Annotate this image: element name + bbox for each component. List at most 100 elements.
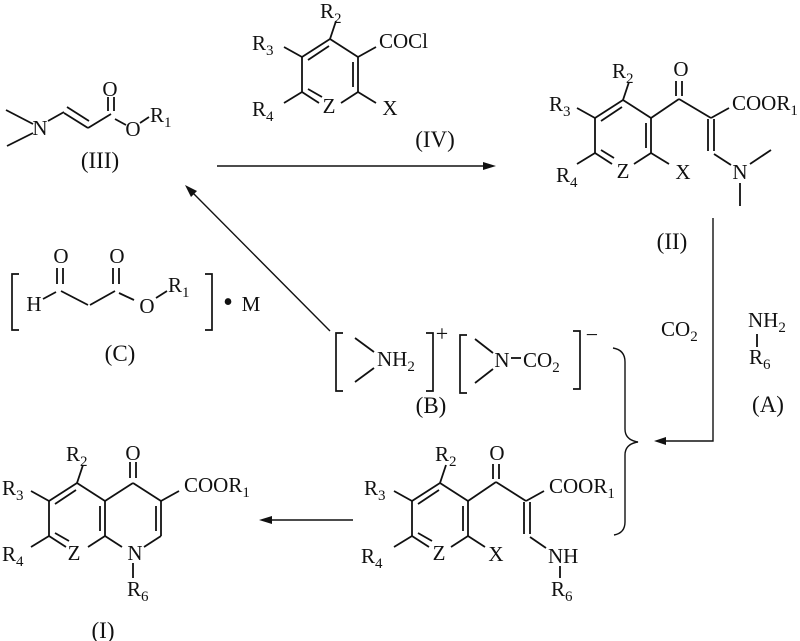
ring-double-bond bbox=[600, 149, 615, 159]
close-bracket bbox=[573, 330, 581, 390]
subscript: 4 bbox=[266, 109, 274, 125]
group-cocl: COCl bbox=[379, 29, 428, 53]
atom-n: N bbox=[732, 160, 747, 184]
bond bbox=[357, 46, 377, 58]
bond bbox=[713, 153, 732, 166]
group-r2: R2 bbox=[320, 0, 342, 27]
ring-bond bbox=[76, 482, 106, 502]
group-r3: R3 bbox=[252, 31, 274, 59]
open-bracket bbox=[335, 332, 343, 392]
ring-bond bbox=[411, 482, 441, 502]
group-co2: CO2 bbox=[523, 348, 560, 376]
arrow-head bbox=[654, 437, 666, 445]
atom-o: O bbox=[53, 244, 68, 268]
group-r3: R3 bbox=[2, 476, 24, 504]
group-coor1: COOR1 bbox=[549, 474, 615, 502]
arrow-intermediate-to-i bbox=[259, 516, 353, 524]
arrow-shaft bbox=[191, 191, 331, 332]
subscript: 3 bbox=[563, 104, 571, 120]
arrow-head bbox=[483, 162, 496, 170]
compound-B: NH2 + N CO2 − (B) bbox=[335, 321, 598, 418]
atom-x: X bbox=[675, 160, 690, 184]
subscript: 3 bbox=[266, 43, 274, 59]
ring-bond bbox=[594, 152, 613, 165]
bond bbox=[474, 338, 494, 354]
ring-bond bbox=[48, 535, 67, 548]
atom-o: O bbox=[125, 441, 140, 465]
group-nh: NH bbox=[548, 544, 578, 568]
subscript: 2 bbox=[449, 454, 457, 470]
subscript: 2 bbox=[690, 329, 698, 345]
bond bbox=[650, 152, 670, 165]
ring-double-bond bbox=[600, 106, 623, 122]
ring-bond bbox=[301, 38, 331, 58]
subscript: 1 bbox=[164, 115, 172, 131]
ring-double-bond bbox=[54, 532, 70, 542]
bond bbox=[139, 116, 150, 124]
bond bbox=[467, 481, 497, 502]
subscript: 4 bbox=[375, 556, 383, 572]
atom-o: O bbox=[673, 57, 688, 81]
label-compound-B: (B) bbox=[416, 393, 447, 418]
atom-z: Z bbox=[433, 541, 446, 565]
atom-n: N bbox=[494, 348, 509, 372]
subscript: 4 bbox=[570, 175, 578, 191]
ring-bond bbox=[633, 152, 652, 165]
subscript: 4 bbox=[16, 554, 24, 570]
open-bracket bbox=[11, 273, 19, 331]
bond bbox=[354, 337, 375, 353]
ring-double-bond bbox=[307, 88, 323, 98]
bond bbox=[60, 290, 89, 306]
atom-z: Z bbox=[617, 159, 630, 183]
group-nh2: NH2 bbox=[748, 308, 786, 336]
bond bbox=[114, 118, 127, 126]
compound-A: NH2 R6 (A) bbox=[748, 308, 786, 417]
group-r1: R1 bbox=[168, 273, 190, 301]
group-r3: R3 bbox=[549, 92, 571, 120]
ring-bond bbox=[340, 91, 359, 104]
ring-bond bbox=[104, 482, 134, 502]
atom-z: Z bbox=[323, 94, 336, 118]
bond bbox=[622, 81, 630, 101]
minus-charge: − bbox=[586, 322, 598, 347]
bond bbox=[5, 109, 34, 125]
group-r1: R1 bbox=[150, 103, 172, 131]
atom-o: O bbox=[109, 244, 124, 268]
atom-x: X bbox=[488, 542, 503, 566]
atom-o: O bbox=[125, 117, 140, 141]
subscript: 2 bbox=[334, 11, 342, 27]
subscript: 2 bbox=[552, 360, 560, 376]
arrow-head bbox=[185, 185, 197, 197]
bond bbox=[576, 107, 596, 119]
bond bbox=[495, 481, 527, 502]
bond bbox=[710, 107, 730, 119]
bond bbox=[439, 464, 447, 484]
bond bbox=[155, 290, 168, 299]
double-bond bbox=[63, 112, 89, 129]
ring-bond bbox=[87, 535, 106, 548]
arrow-shaft bbox=[658, 218, 714, 442]
bond bbox=[89, 290, 116, 306]
subscript: 3 bbox=[378, 488, 386, 504]
bond bbox=[678, 98, 712, 119]
intermediate-enaminone: R2 R3 R4 X Z O COOR1 NH R6 bbox=[361, 441, 615, 605]
bond bbox=[650, 98, 680, 119]
group-r6: R6 bbox=[127, 577, 149, 605]
bond bbox=[76, 464, 84, 484]
ring-bond bbox=[450, 535, 469, 548]
subscript: 6 bbox=[141, 589, 149, 605]
subscript: 1 bbox=[182, 285, 190, 301]
group-r3: R3 bbox=[364, 476, 386, 504]
ring-bond bbox=[439, 482, 469, 502]
ring-bond bbox=[622, 99, 652, 119]
close-bracket bbox=[205, 273, 213, 331]
ring-bond bbox=[48, 482, 78, 502]
ring-double-bond bbox=[54, 489, 77, 505]
bond bbox=[329, 20, 337, 40]
atom-x: X bbox=[382, 96, 397, 120]
label-compound-I: (I) bbox=[92, 618, 115, 641]
atom-n: N bbox=[32, 116, 47, 140]
group-r2: R2 bbox=[612, 59, 634, 87]
compound-C: H O O O R1 • M (C) bbox=[11, 244, 261, 366]
bond bbox=[393, 535, 413, 548]
